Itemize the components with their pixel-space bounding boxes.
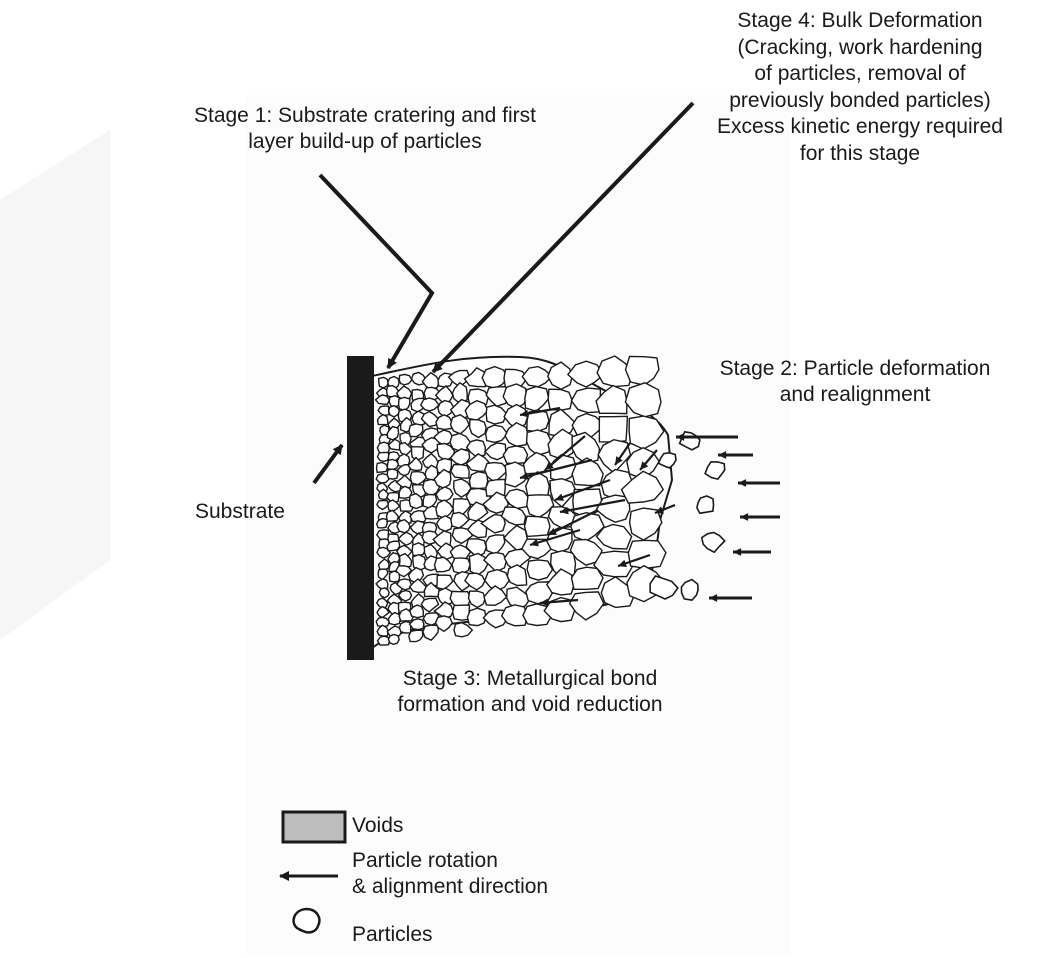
coating-particle [452, 558, 470, 574]
coating-particle [409, 630, 423, 641]
coating-particle [412, 543, 425, 556]
stage4-label: Stage 4: Bulk Deformation (Cracking, wor… [670, 8, 1050, 167]
coating-particle [387, 469, 398, 479]
stage2-line: and realignment [665, 382, 1045, 408]
stage3-line: formation and void reduction [350, 692, 710, 718]
coating-particle [436, 415, 452, 430]
substrate-label-text: Substrate [195, 499, 285, 525]
coating-particle [599, 416, 627, 442]
stage2-label: Stage 2: Particle deformation and realig… [665, 356, 1045, 408]
legend-rotation-line: & alignment direction [352, 874, 548, 900]
coating-particle [387, 386, 399, 398]
coating-particle [525, 516, 551, 536]
background-shade [0, 130, 110, 640]
coating-particle [378, 452, 389, 461]
legend-rotation-label: Particle rotation & alignment direction [352, 848, 548, 900]
stage1-line: Stage 1: Substrate cratering and first [140, 103, 590, 129]
substrate-bar [347, 356, 374, 660]
coating-particle [628, 540, 666, 568]
stage4-line: for this stage [670, 141, 1050, 168]
coating-particle [548, 389, 572, 410]
legend-voids-text: Voids [352, 813, 403, 839]
stage3-label: Stage 3: Metallurgical bond formation an… [350, 666, 710, 718]
coating-particle [507, 565, 526, 586]
stage4-line: previously bonded particles) [670, 88, 1050, 115]
coating-particle [400, 622, 411, 633]
coating-particle [377, 519, 387, 528]
stage3-line: Stage 3: Metallurgical bond [350, 666, 710, 692]
coating-particle [409, 494, 422, 509]
coating-particle [379, 377, 388, 387]
coating-particle [469, 472, 487, 489]
coating-particle [379, 588, 389, 598]
coating-particle [451, 465, 470, 479]
coating-particle [388, 635, 399, 645]
legend-particles-text: Particles [352, 922, 433, 948]
substrate-label: Substrate [195, 499, 285, 525]
stage1-line: layer build-up of particles [140, 129, 590, 155]
incoming-particle [697, 496, 714, 513]
voids-legend-swatch [283, 812, 345, 842]
legend-rotation-line: Particle rotation [352, 848, 548, 874]
coating-particle [467, 608, 486, 625]
coating-particle [378, 636, 390, 645]
stage4-line: of particles, removal of [670, 61, 1050, 88]
coating-particle [412, 447, 424, 460]
stage4-line: Excess kinetic energy required [670, 114, 1050, 141]
legend-voids-label: Voids [352, 813, 403, 839]
stage4-line: (Cracking, work hardening [670, 35, 1050, 62]
coating-particle [397, 520, 410, 533]
stage1-label: Stage 1: Substrate cratering and first l… [140, 103, 590, 155]
coating-particle [503, 446, 527, 464]
stage2-line: Stage 2: Particle deformation [665, 356, 1045, 382]
legend-particles-label: Particles [352, 922, 433, 948]
stage4-line: Stage 4: Bulk Deformation [670, 8, 1050, 35]
particle-legend-icon [294, 909, 320, 932]
coating-particle [377, 463, 388, 473]
